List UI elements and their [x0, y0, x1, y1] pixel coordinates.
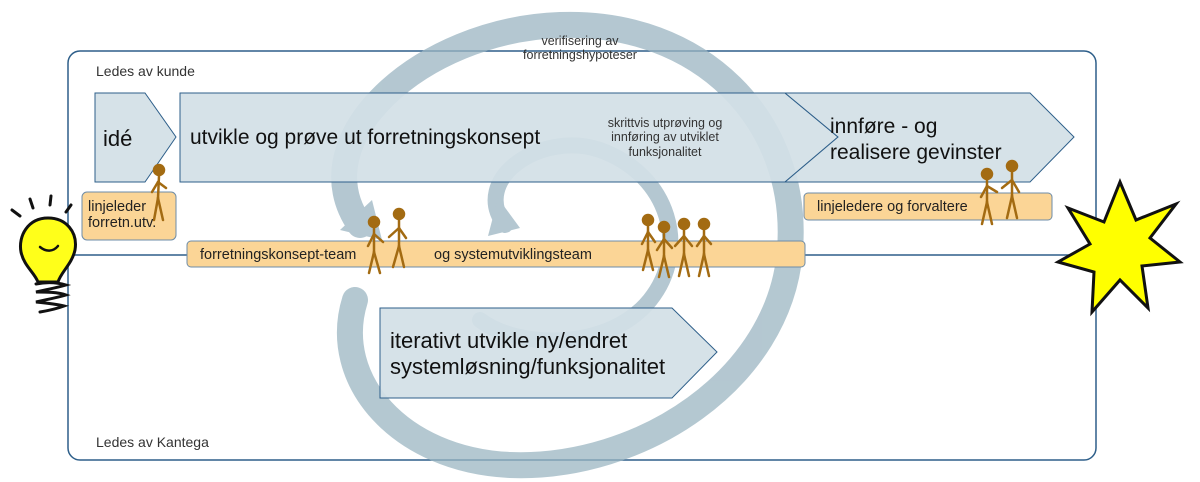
iterate-arrow: [379, 307, 718, 399]
implement-phase-label: innføre - og realisere gevinster: [830, 115, 1002, 165]
implement-arrow: [783, 92, 1075, 183]
line-manager-box: [81, 191, 177, 241]
develop-phase-label: utvikle og prøve ut forretningskonsept: [190, 126, 541, 149]
person-icon: [673, 217, 694, 278]
person-icon: [1000, 159, 1021, 220]
line-managers-admins-label: linjeledere og forvaltere: [817, 199, 968, 215]
person-icon: [366, 215, 385, 275]
idea-arrow: [94, 92, 177, 183]
cycle-label: verifisering av forretningshypoteser: [523, 34, 637, 63]
person-icon: [640, 213, 657, 272]
person-icon: [387, 207, 408, 269]
light-bulb-icon: [10, 194, 77, 314]
person-icon: [695, 217, 713, 278]
line-manager-label: linjeleder forretn.utv.: [88, 199, 157, 231]
person-icon: [979, 167, 999, 226]
person-icon: [655, 220, 674, 279]
concept-team-label: forretningskonsept-team: [200, 247, 357, 263]
idea-phase-label: idé: [103, 126, 133, 151]
system-team-label: og systemutviklingsteam: [434, 247, 592, 263]
person-icon: [150, 163, 168, 222]
iterate-phase-label: iterativt utvikle ny/endret systemløsnin…: [390, 328, 666, 380]
bottom-region-label: Ledes av Kantega: [96, 434, 209, 450]
develop-note: skrittvis utprøving og innføring av utvi…: [607, 116, 723, 159]
top-region-label: Ledes av kunde: [96, 63, 195, 79]
explosion-star-icon: [1054, 178, 1184, 317]
